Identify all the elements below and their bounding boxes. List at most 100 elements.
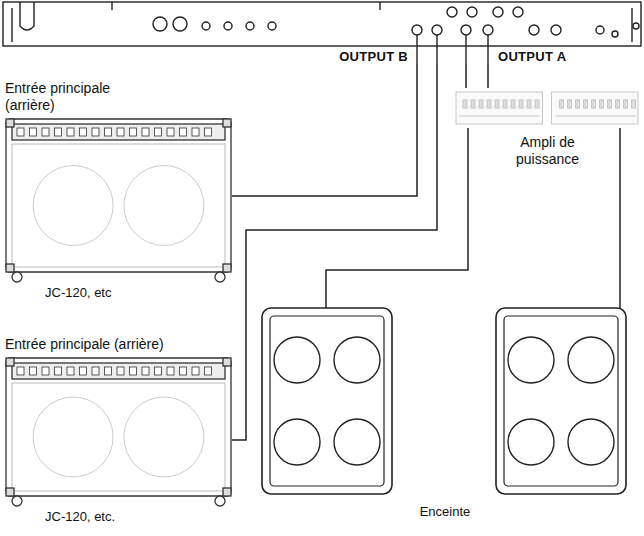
drawing-stroke: [568, 419, 614, 465]
drawing-stroke: [496, 308, 626, 494]
drawing-stroke: [513, 7, 523, 17]
drawing-stroke: [33, 166, 113, 246]
drawing-stroke: [12, 363, 225, 379]
drawing-stroke: [223, 488, 231, 496]
drawing-stroke: [192, 367, 199, 375]
drawing-stroke: [80, 367, 87, 375]
drawing-stroke: [205, 128, 212, 136]
part-label: Enceinte: [395, 503, 495, 520]
drawing-stroke: [124, 397, 204, 477]
drawing-stroke: [42, 128, 49, 136]
drawing-stroke: [560, 100, 564, 108]
drawing-stroke: [436, 35, 437, 64]
drawing-stroke: [552, 92, 639, 124]
drawing-stroke: [416, 35, 417, 64]
drawing-stroke: [334, 419, 380, 465]
drawing-stroke: [483, 25, 493, 35]
guitar-amp-drawing: [5, 118, 232, 283]
drawing-stroke: [30, 367, 37, 375]
drawing-stroke: [519, 100, 523, 108]
drawing-stroke: [504, 316, 618, 486]
drawing-stroke: [6, 488, 14, 496]
drawing-stroke: [459, 116, 540, 117]
drawing-stroke: [461, 25, 471, 35]
drawing-stroke: [167, 367, 174, 375]
drawing-stroke: [268, 22, 276, 30]
drawing-stroke: [155, 367, 162, 375]
drawing-stroke: [592, 100, 596, 108]
model-caption: JC-120, etc.: [5, 508, 232, 525]
drawing-stroke: [612, 31, 618, 37]
audio-cable: [465, 64, 467, 88]
drawing-stroke: [215, 272, 225, 282]
drawing-stroke: [205, 367, 212, 375]
drawing-stroke: [155, 128, 162, 136]
drawing-stroke: [471, 100, 475, 108]
drawing-stroke: [3, 2, 641, 46]
drawing-stroke: [12, 124, 225, 140]
drawing-stroke: [55, 367, 62, 375]
drawing-stroke: [447, 7, 457, 17]
drawing-stroke: [167, 128, 174, 136]
drawing-stroke: [67, 128, 74, 136]
drawing-stroke: [6, 358, 231, 506]
drawing-stroke: [92, 367, 99, 375]
drawing-stroke: [180, 128, 187, 136]
drawing-stroke: [551, 25, 561, 35]
guitar-amp: Entrée principale (arrière) JC-120, etc.: [5, 336, 232, 525]
drawing-stroke: [274, 419, 320, 465]
drawing-stroke: [584, 100, 588, 108]
drawing-stroke: [142, 367, 149, 375]
drawing-stroke: [12, 496, 22, 506]
guitar-amp-drawing: [5, 357, 232, 507]
power-amp-drawing: [455, 88, 640, 128]
speaker-cabinet: [496, 308, 626, 494]
audio-cable: [487, 64, 489, 88]
drawing-stroke: [465, 35, 466, 64]
drawing-stroke: [270, 316, 384, 486]
drawing-stroke: [117, 367, 124, 375]
drawing-stroke: [456, 92, 638, 124]
model-caption: JC-120, etc: [5, 284, 232, 301]
drawing-stroke: [6, 264, 14, 272]
drawing-stroke: [80, 128, 87, 136]
drawing-stroke: [12, 383, 225, 491]
device-label: Ampli de puissance: [498, 134, 598, 168]
drawing-stroke: [479, 100, 483, 108]
drawing-stroke: [6, 358, 231, 496]
drawing-stroke: [508, 337, 554, 383]
drawing-stroke: [42, 367, 49, 375]
drawing-stroke: [6, 358, 14, 366]
drawing-stroke: [30, 128, 37, 136]
drawing-stroke: [6, 119, 14, 127]
drawing-stroke: [117, 128, 124, 136]
drawing-stroke: [503, 100, 507, 108]
drawing-stroke: [105, 128, 112, 136]
drawing-stroke: [463, 100, 467, 108]
drawing-stroke: [246, 22, 254, 30]
drawing-stroke: [608, 100, 612, 108]
input-heading: Entrée principale (arrière): [5, 336, 232, 353]
power-amp: Ampli de puissance: [455, 88, 640, 168]
audio-cable: [232, 64, 417, 196]
drawing-stroke: [274, 337, 320, 383]
drawing-stroke: [412, 25, 422, 35]
drawing-stroke: [3, 2, 641, 64]
output-label: OUTPUT B: [339, 48, 408, 65]
output-label: OUTPUT A: [498, 48, 566, 65]
drawing-stroke: [487, 35, 488, 64]
drawing-stroke: [529, 25, 539, 35]
speaker-cable: [619, 128, 621, 308]
speaker-cabinets: [262, 308, 626, 494]
drawing-stroke: [6, 119, 231, 282]
drawing-stroke: [12, 272, 22, 282]
drawing-stroke: [215, 496, 225, 506]
drawing-stroke: [11, 8, 12, 42]
drawing-stroke: [493, 7, 503, 17]
drawing-stroke: [262, 308, 392, 494]
speaker-cable: [326, 128, 468, 308]
drawing-stroke: [456, 92, 543, 124]
drawing-stroke: [111, 2, 112, 10]
drawing-stroke: [467, 7, 477, 17]
